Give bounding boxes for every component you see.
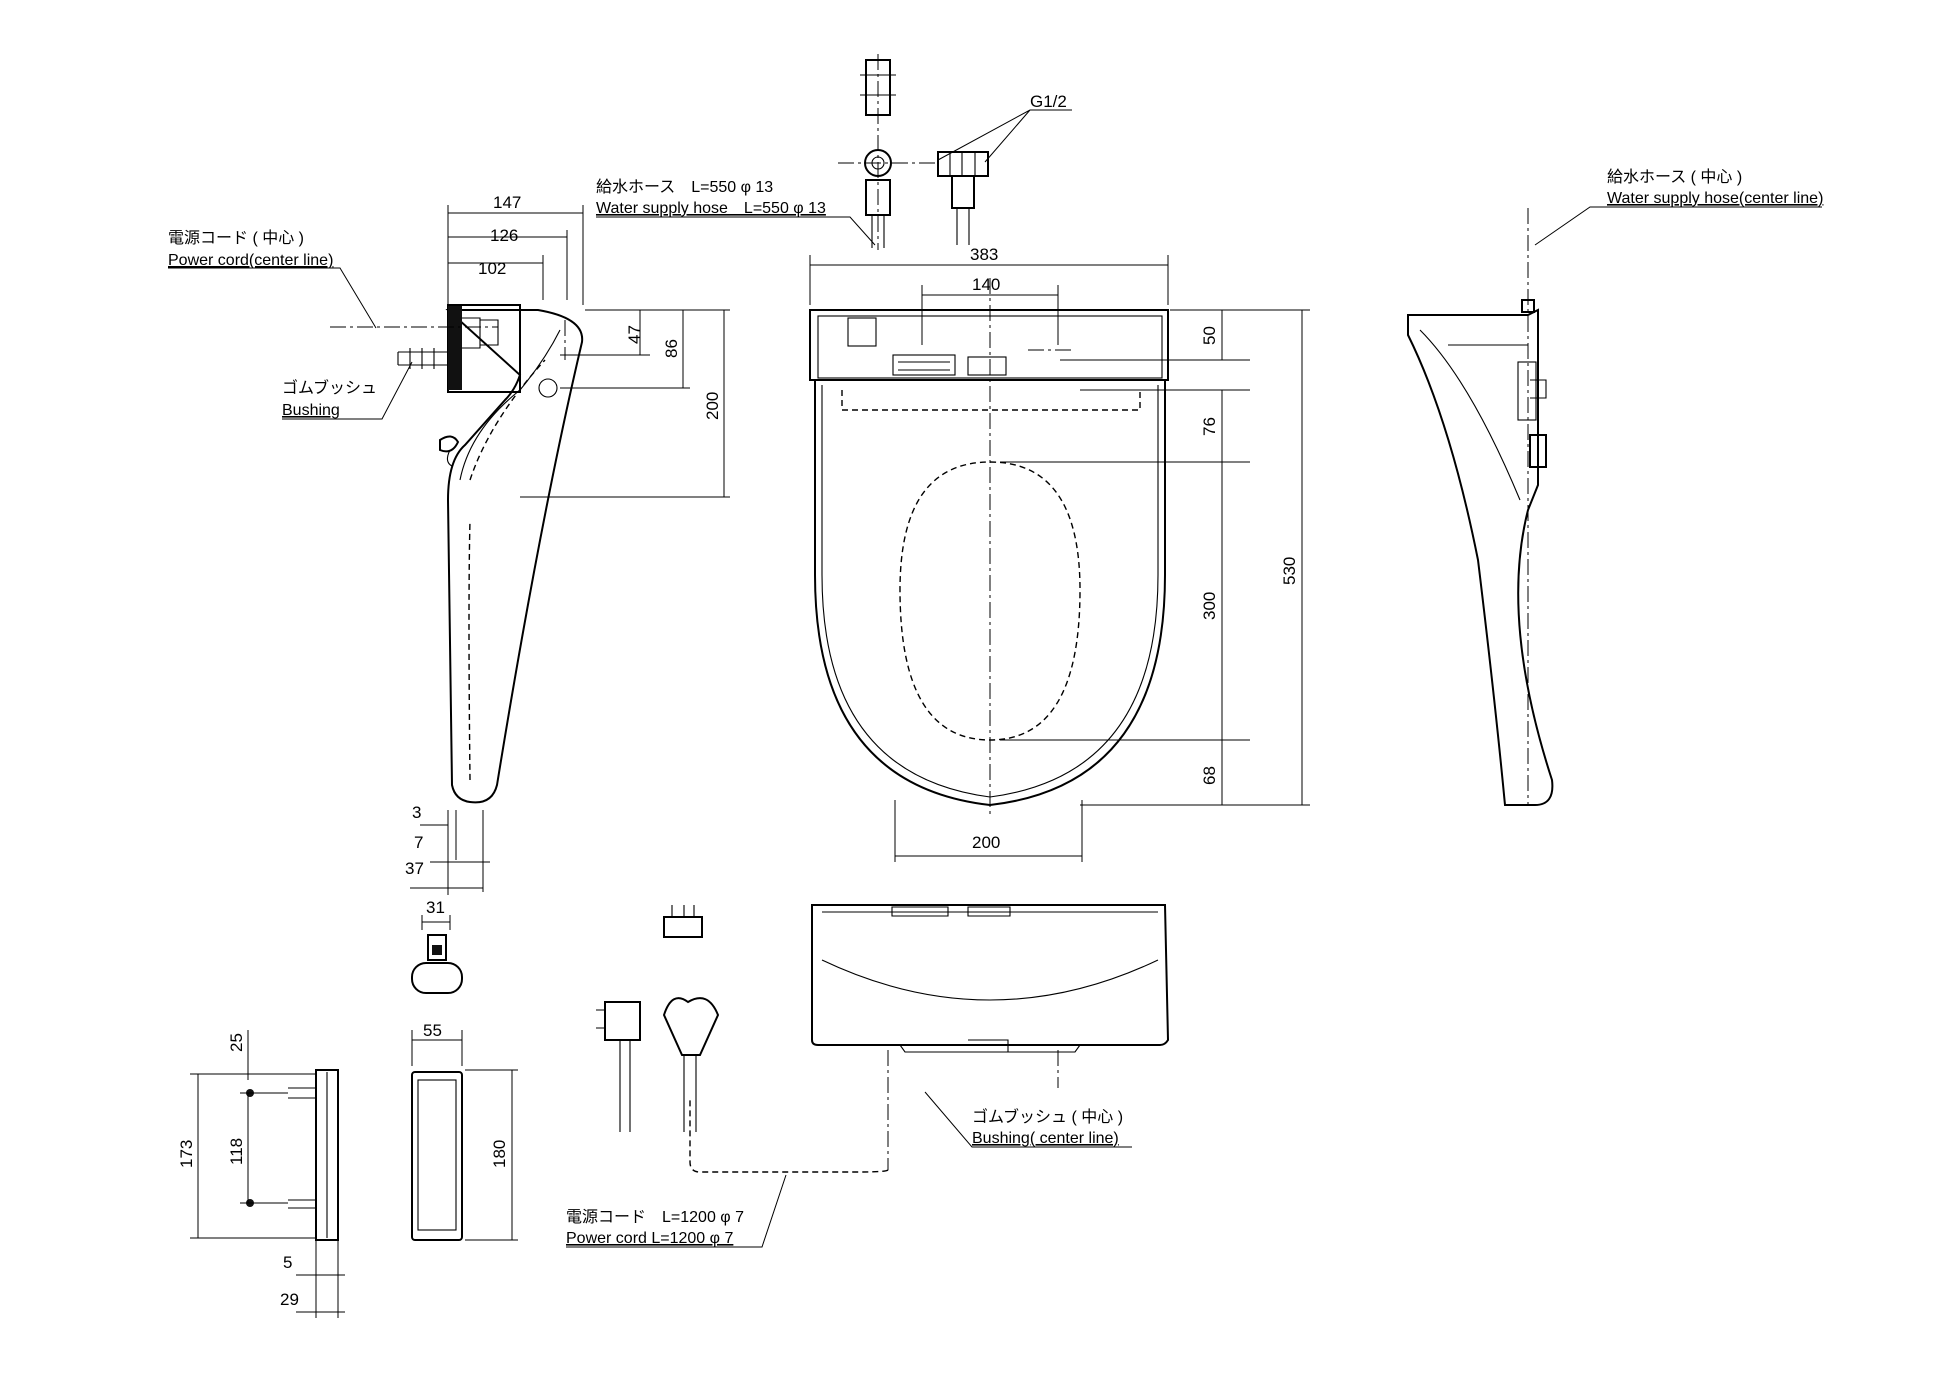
side-view: 147 126 102 47 86 200 3 7 37 電源コード ( 中心 …: [168, 193, 730, 895]
dim-31: 31: [426, 898, 445, 917]
bushing-en: Bushing: [282, 402, 340, 419]
dim-47: 47: [625, 325, 644, 344]
water-hose-jp: 給水ホース L=550 φ 13: [596, 178, 773, 196]
wall-panel-side: 25 173 118 5 29: [177, 1030, 345, 1318]
dim-50: 50: [1200, 326, 1219, 345]
power-cord-center-en: Power cord(center line): [168, 252, 333, 269]
dim-37: 37: [405, 859, 424, 878]
dim-200-top: 200: [972, 833, 1000, 852]
water-hose-en: Water supply hose L=550 φ 13: [596, 200, 826, 217]
bushing-center-en: Bushing( center line): [972, 1130, 1119, 1147]
power-cord-center-jp: 電源コード ( 中心 ): [168, 229, 304, 247]
thread-g12: G1/2: [1030, 92, 1067, 111]
dim-102: 102: [478, 259, 506, 278]
dim-25: 25: [227, 1033, 246, 1052]
dim-86: 86: [662, 339, 681, 358]
wall-panel-front: 55 180: [411, 1021, 518, 1241]
bushing-jp: ゴムブッシュ: [282, 378, 377, 397]
dim-180: 180: [490, 1140, 509, 1168]
dim-3: 3: [412, 803, 421, 822]
water-hose-center-en: Water supply hose(center line): [1607, 190, 1823, 207]
dim-7: 7: [414, 833, 423, 852]
dim-118: 118: [227, 1138, 246, 1165]
dim-5: 5: [283, 1253, 292, 1272]
dim-140: 140: [972, 275, 1000, 294]
dim-55: 55: [423, 1021, 442, 1040]
dim-68: 68: [1200, 766, 1219, 785]
dim-29: 29: [280, 1290, 299, 1309]
dim-300: 300: [1200, 592, 1219, 620]
bushing-detail: 31: [411, 898, 463, 994]
bushing-center-jp: ゴムブッシュ ( 中心 ): [972, 1107, 1123, 1126]
power-cord-len-en: Power cord L=1200 φ 7: [566, 1230, 733, 1247]
right-side-view: 給水ホース ( 中心 ) Water supply hose(center li…: [1407, 168, 1823, 806]
front-view: ゴムブッシュ ( 中心 ) Bushing( center line): [689, 904, 1170, 1173]
dim-147: 147: [493, 193, 521, 212]
top-view: 383 140 50 76 300 68 530 200: [809, 245, 1310, 862]
dim-530: 530: [1280, 557, 1299, 585]
water-connectors: G1/2 給水ホース L=550 φ 13 Water supply hose …: [596, 54, 1072, 250]
water-hose-center-jp: 給水ホース ( 中心 ): [1607, 168, 1742, 186]
dim-76: 76: [1200, 417, 1219, 436]
dim-383: 383: [970, 245, 998, 264]
power-plugs: 電源コード L=1200 φ 7 Power cord L=1200 φ 7: [566, 905, 787, 1248]
power-cord-len-jp: 電源コード L=1200 φ 7: [566, 1208, 744, 1226]
dim-126: 126: [490, 226, 518, 245]
dim-200-side: 200: [703, 392, 722, 420]
dim-173: 173: [177, 1140, 196, 1168]
